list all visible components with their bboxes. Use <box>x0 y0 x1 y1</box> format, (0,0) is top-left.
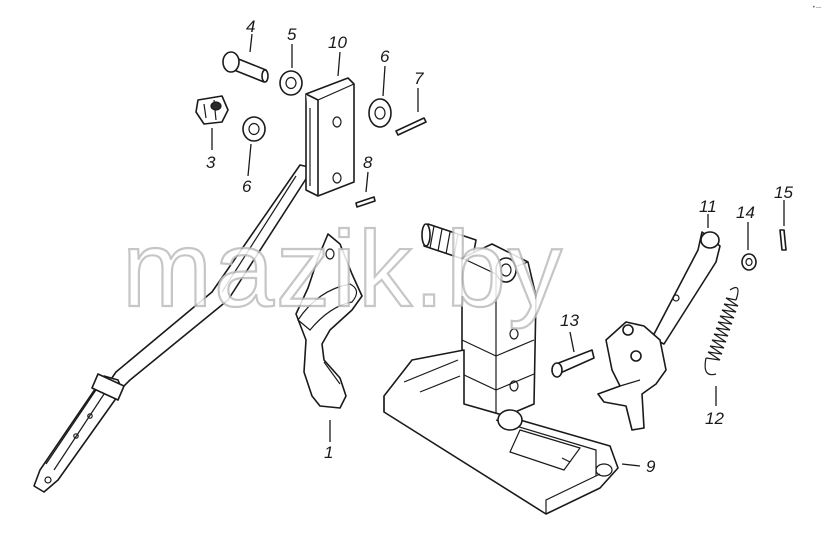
part-6-washer-left <box>242 116 266 142</box>
part-15-pin <box>779 229 787 251</box>
part-12-spring <box>704 287 739 376</box>
part-10-pedal-lever <box>33 77 355 493</box>
callout-1: 1 <box>324 443 333 462</box>
part-8-cotter-pin <box>355 196 376 208</box>
corner-mark: •— <box>812 4 822 11</box>
part-13-pin <box>551 349 595 378</box>
callout-6-left: 6 <box>242 177 252 196</box>
callout-11: 11 <box>699 197 717 216</box>
part-4-bolt <box>222 51 269 83</box>
part-7-cotter-pin <box>395 117 427 136</box>
callout-13: 13 <box>560 311 579 330</box>
part-6-washer-right <box>368 98 392 128</box>
part-11-latch-lever <box>597 231 721 431</box>
part-5-washer <box>279 70 303 96</box>
callout-10: 10 <box>328 33 347 52</box>
callout-8: 8 <box>363 153 373 172</box>
part-1-hook <box>295 233 363 409</box>
leader-lines <box>211 33 785 467</box>
callout-4: 4 <box>246 17 255 36</box>
part-14-washer <box>741 253 757 271</box>
callout-15: 15 <box>774 183 793 202</box>
site-watermark: mazik.by <box>122 208 564 329</box>
part-3-castle-nut <box>195 95 229 125</box>
callout-labels: 4 5 10 6 7 3 6 8 1 9 13 11 14 15 12 <box>206 17 793 476</box>
callout-14: 14 <box>736 203 755 222</box>
callout-3: 3 <box>206 153 216 172</box>
part-9-bracket <box>383 223 619 515</box>
callout-7: 7 <box>414 69 424 88</box>
callout-9: 9 <box>646 457 656 476</box>
callout-6-right: 6 <box>380 47 390 66</box>
callout-12: 12 <box>705 409 724 428</box>
callout-5: 5 <box>287 25 297 44</box>
